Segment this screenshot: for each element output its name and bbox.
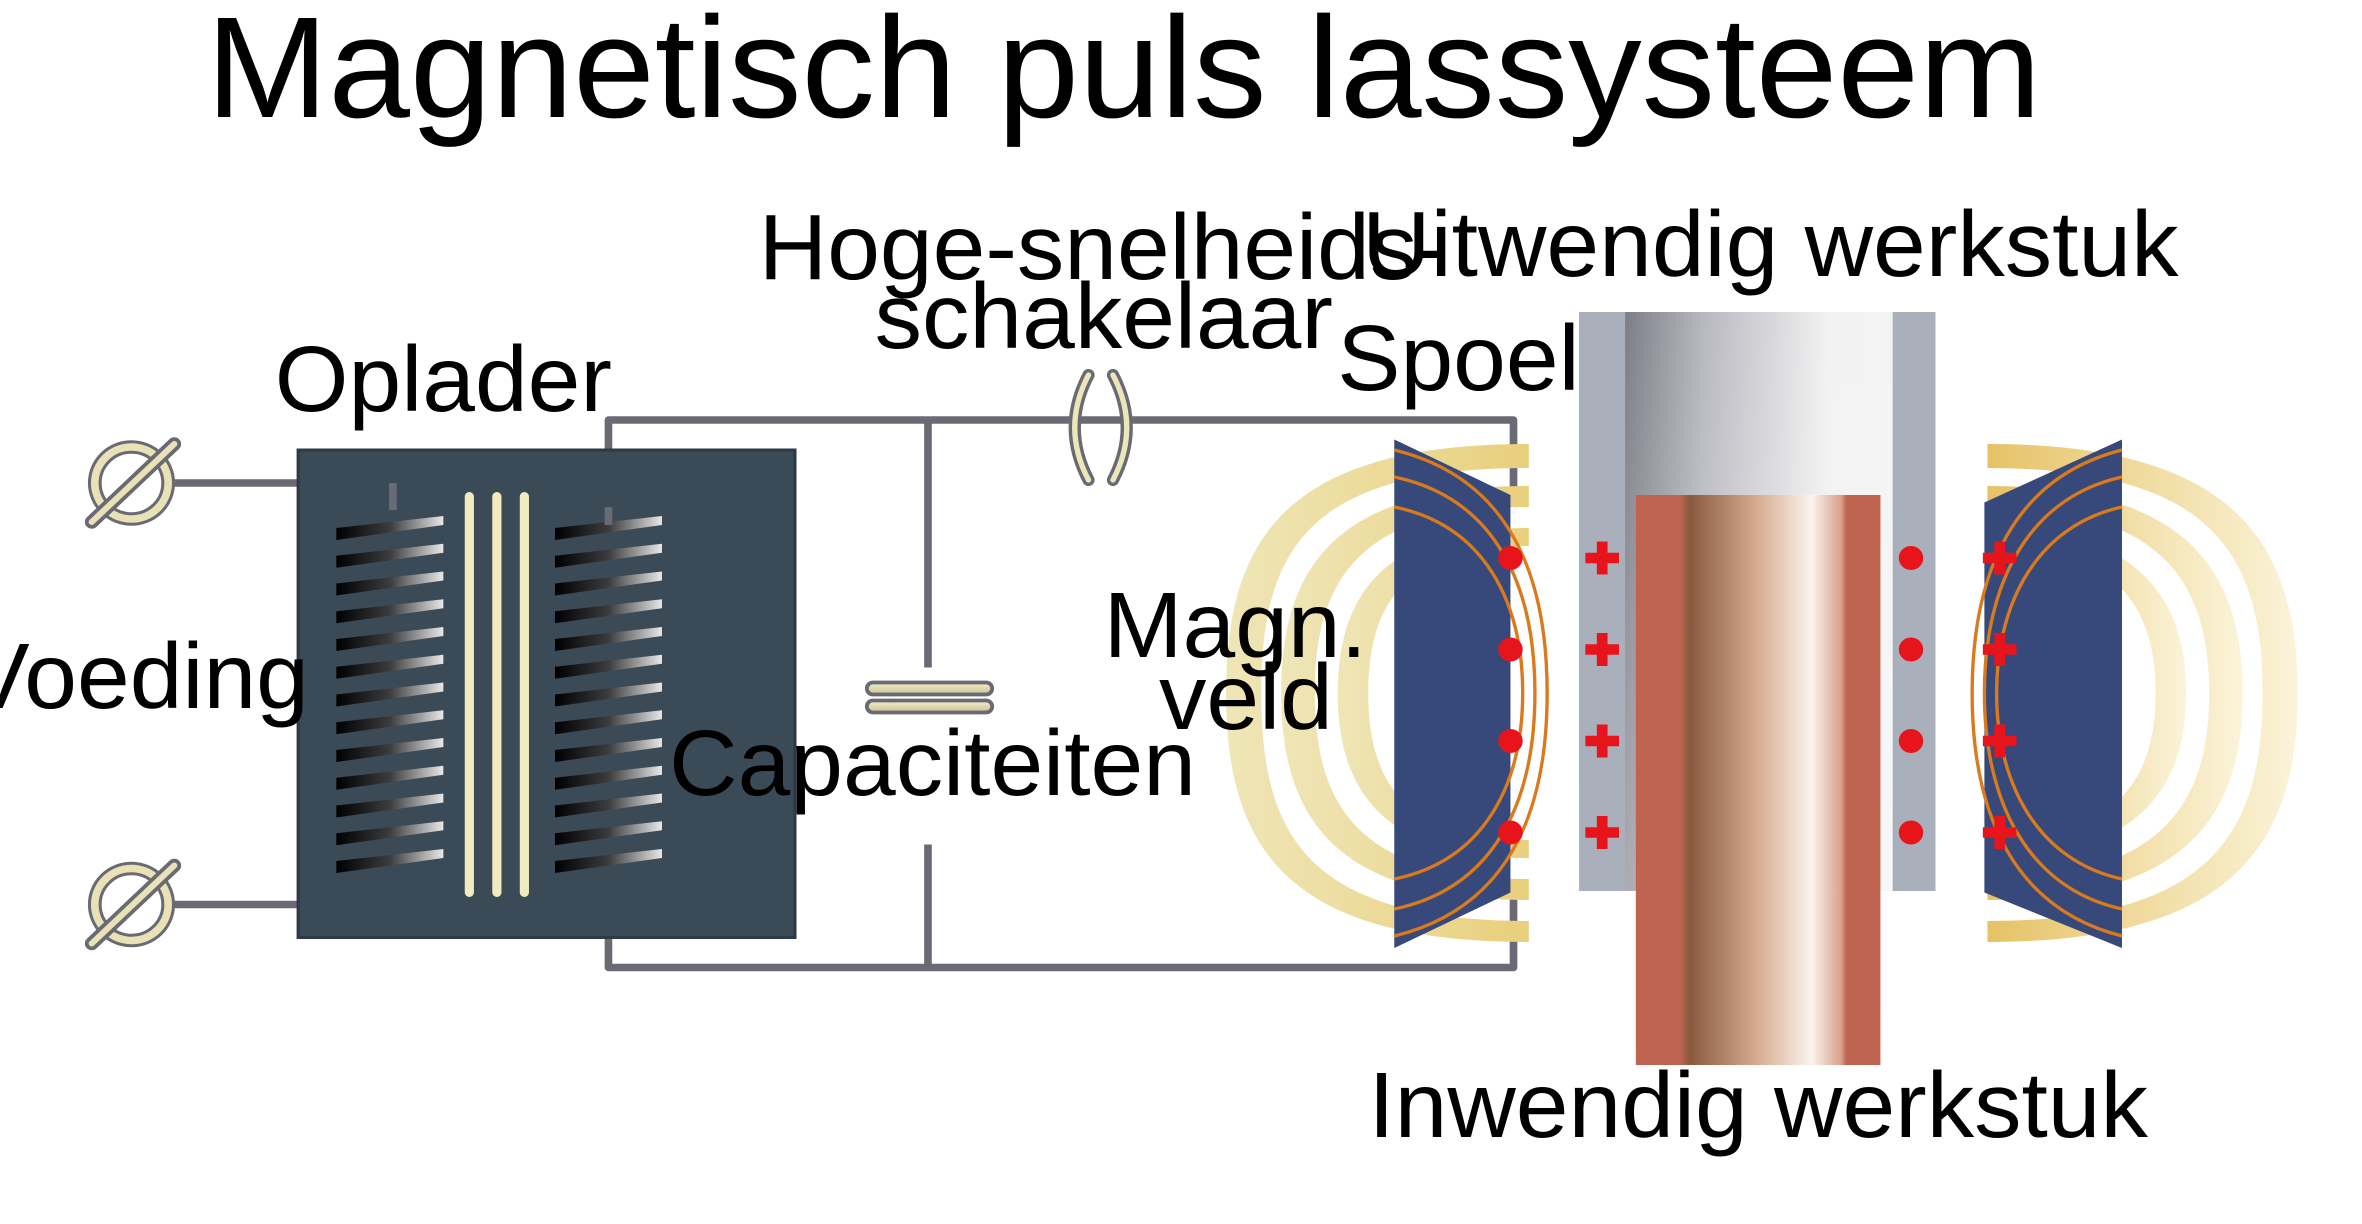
positive-charge-plus-icon [1585,724,1620,758]
primary-winding-turn [336,627,444,651]
field-lines-right [1970,448,2123,938]
label-power-supply: Voeding [0,624,309,728]
outer-tube-wall-right [1892,312,1936,891]
label-outer-workpiece: Uitwendig werkstuk [1362,192,2179,296]
label-field-line1: Magn. [1104,573,1367,677]
primary-winding-turn [336,654,444,679]
negative-charge-dot-icon [1898,820,1924,845]
positive-charge-plus-icon [1982,541,2017,575]
negative-charge-dot-icon [1898,637,1924,662]
primary-winding-turn [336,682,444,707]
secondary-winding-turn [554,571,662,596]
primary-winding-turn [336,738,444,762]
terminal-bottom-icon [84,858,182,951]
primary-winding-turn [336,599,444,624]
primary-winding-turn [336,571,444,596]
negative-charge-dot-icon [1498,546,1523,570]
primary-winding-turn [336,710,444,735]
charger-transformer [296,448,797,939]
label-switch-line2: schakelaar [875,264,1333,368]
primary-winding-turn [336,849,444,873]
secondary-winding-turn [554,821,662,846]
secondary-winding-turn [554,516,662,540]
label-switch-line1: Hoge-snelheids- [759,195,1449,299]
primary-winding-turn [336,516,444,540]
negative-charge-dot-icon [1498,820,1523,845]
label-charger: Oplader [275,327,612,431]
secondary-winding-turn [554,599,662,624]
primary-winding-turn [336,765,444,790]
capacitor-icon [864,680,995,715]
secondary-winding-turn [554,765,662,790]
outer-tube-wall-left [1579,312,1626,891]
label-inner-workpiece: Inwendig werkstuk [1368,1053,2149,1157]
primary-winding-turn [336,821,444,846]
secondary-winding-turn [554,682,662,707]
negative-charge-dot-icon [1898,546,1924,570]
positive-charge-plus-icon [1982,816,2017,849]
secondary-winding-turn [554,627,662,651]
spark-gap-switch-icon [1068,369,1133,486]
terminal-top-icon [84,437,182,529]
primary-winding-turn [336,793,444,818]
secondary-winding-turn [554,543,662,568]
charges [1498,541,2017,849]
positive-charge-plus-icon [1982,633,2017,666]
secondary-winding [554,516,662,873]
label-coil: Spoel [1337,306,1579,410]
positive-charge-plus-icon [1982,724,2017,758]
inner-workpiece-rod [1635,495,1881,1065]
primary-winding [336,516,444,873]
positive-charge-plus-icon [1585,633,1620,666]
label-capacitors: Capaciteiten [669,711,1196,815]
positive-charge-plus-icon [1585,816,1620,849]
secondary-winding-turn [554,849,662,873]
secondary-winding-turn [554,793,662,818]
field-lines-left [1393,448,1549,938]
negative-charge-dot-icon [1498,637,1523,662]
transformer-core [464,492,529,897]
secondary-winding-turn [554,654,662,679]
negative-charge-dot-icon [1498,729,1523,753]
page-title: Magnetisch puls lassysteem [206,0,2041,148]
primary-winding-turn [336,543,444,568]
coil-block-right [1984,439,2122,948]
negative-charge-dot-icon [1898,729,1924,753]
positive-charge-plus-icon [1585,541,1620,575]
label-field-line2: veld [1159,645,1333,749]
secondary-winding-turn [554,710,662,735]
secondary-winding-turn [554,738,662,762]
coil-block-left [1394,439,1511,948]
